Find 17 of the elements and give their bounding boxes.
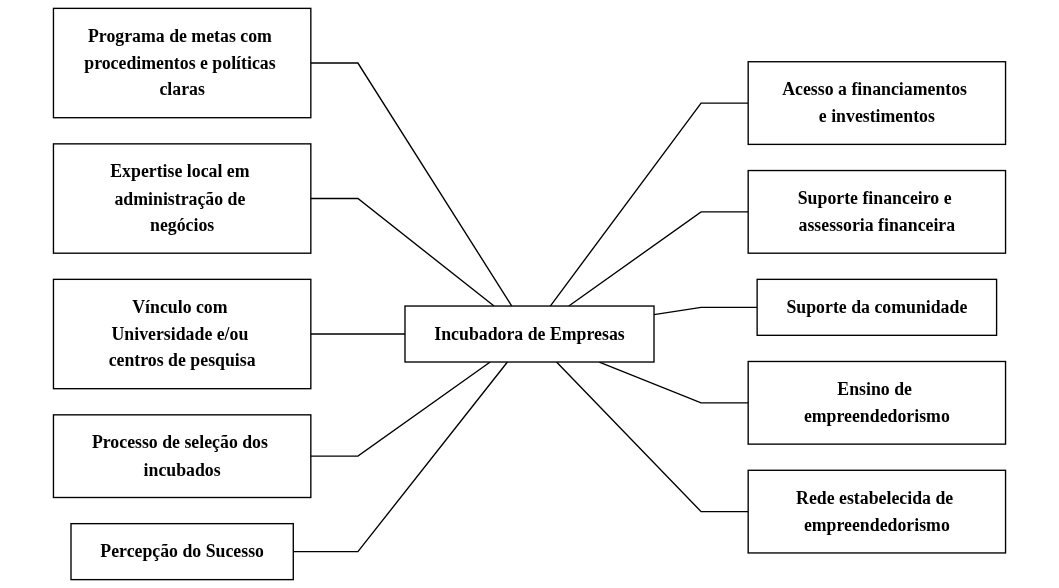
connector — [555, 361, 749, 513]
node-box: Ensino de empreendedorismo — [747, 360, 1007, 445]
connector — [568, 211, 749, 307]
node-box: Expertise local em administração de negócios — [52, 143, 312, 254]
connector — [310, 197, 495, 307]
node-box: Suporte financeiro e assessoria financeira — [747, 169, 1007, 254]
node-box: Rede estabelecida de empreendedorismo — [747, 469, 1007, 554]
node-box: Programa de metas com procedimentos e políticas claras — [52, 7, 312, 119]
connector — [549, 102, 749, 307]
node-box: Processo de seleção dos incubados — [52, 414, 312, 499]
node-box: Acesso a financiamentos e investimentos — [747, 61, 1007, 146]
node-box: Incubadora de Empresas — [404, 305, 655, 363]
node-box: Vínculo com Universidade e/ou centros de pesquisa — [52, 278, 312, 390]
node-box: Suporte da comunidade — [756, 278, 998, 336]
connector — [310, 62, 513, 307]
node-box: Percepção do Sucesso — [70, 522, 294, 581]
connector — [310, 361, 491, 457]
